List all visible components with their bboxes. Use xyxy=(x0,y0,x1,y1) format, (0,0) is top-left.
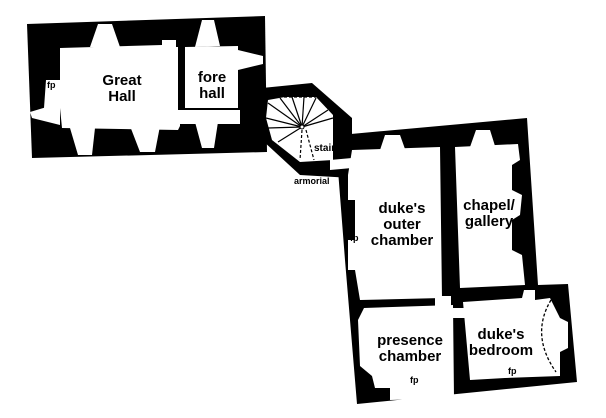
outer-chamber-floor xyxy=(348,147,442,300)
window-niche xyxy=(238,50,263,70)
stair-treads xyxy=(265,96,334,161)
stair-passage xyxy=(330,158,352,170)
fore-hall-floor xyxy=(185,46,238,108)
window-niche xyxy=(130,126,160,152)
label-line: presence xyxy=(377,332,443,349)
window-niche xyxy=(470,130,495,147)
room-label-fore-hall: fore hall xyxy=(190,70,234,102)
stair-newel xyxy=(299,124,305,130)
label-line: bedroom xyxy=(468,341,534,359)
bedroom-floor xyxy=(463,290,568,380)
room-label-chapel: chapel/ gallery xyxy=(460,198,518,230)
door-swing-arc xyxy=(541,299,557,373)
label-line: outer xyxy=(383,215,421,233)
fireplace-label: fp xyxy=(508,366,517,376)
great-hall-floor xyxy=(44,40,180,130)
label-line: gallery xyxy=(464,212,514,230)
armorial-label: armorial xyxy=(294,176,330,186)
label-line: hall xyxy=(199,84,225,102)
fireplace-label: fp xyxy=(410,375,419,385)
room-label-presence-chamber: presence chamber xyxy=(370,333,450,365)
fireplace-label: fp xyxy=(47,80,56,90)
doorway xyxy=(452,308,466,318)
fireplace-label: fp xyxy=(350,233,359,243)
label-line: duke's xyxy=(378,200,426,217)
stair-label: stair xyxy=(314,143,336,154)
chapel-floor xyxy=(455,144,525,288)
label-line: chapel/ xyxy=(463,197,515,214)
window-niche xyxy=(195,20,220,47)
label-line: Hall xyxy=(108,87,136,105)
doorway xyxy=(435,296,451,308)
label-line: duke's xyxy=(477,326,525,343)
label-line: chamber xyxy=(378,347,442,365)
window-niche xyxy=(30,103,60,125)
passage xyxy=(178,110,240,124)
room-label-great-hall: Great Hall xyxy=(92,73,152,105)
label-line: Great xyxy=(102,72,142,89)
window-niche xyxy=(380,135,405,150)
room-label-outer-chamber: duke's outer chamber xyxy=(366,201,438,248)
window-niche xyxy=(90,24,120,47)
window-niche xyxy=(70,128,95,155)
label-line: fore xyxy=(197,69,227,86)
label-line: chamber xyxy=(370,231,434,249)
room-label-bedroom: duke's bedroom xyxy=(466,327,536,359)
presence-chamber-floor xyxy=(358,305,454,400)
window-niche xyxy=(195,122,218,148)
